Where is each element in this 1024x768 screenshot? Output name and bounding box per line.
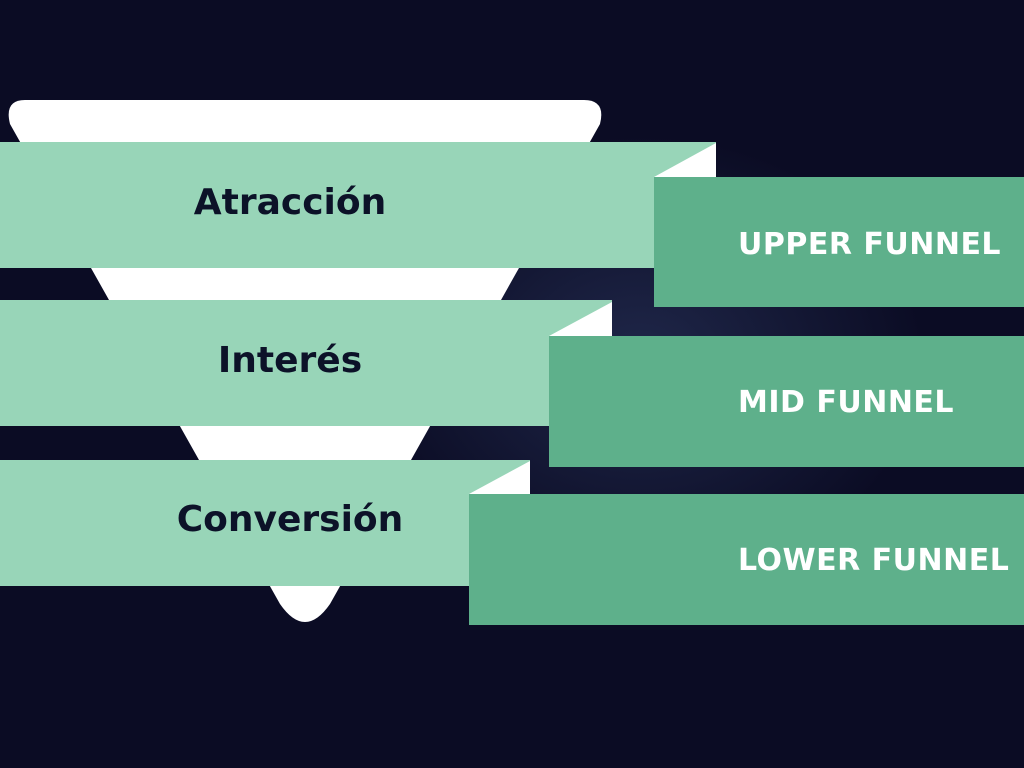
stage-label-interes: Interés (217, 340, 363, 381)
funnel-tag (654, 177, 1024, 307)
funnel-tag (469, 494, 1024, 625)
stage-band (0, 460, 530, 586)
funnel-stage-conversion (0, 460, 1024, 625)
stage-band (0, 300, 612, 426)
tag-mid-funnel: MID FUNNEL (738, 385, 955, 420)
stage-label-atraccion: Atracción (193, 182, 387, 223)
stage-band (0, 142, 716, 268)
funnel-stage-atraccion (0, 142, 1024, 307)
tag-lower-funnel: LOWER FUNNEL (738, 543, 1010, 578)
funnel-stage-interes (0, 300, 1024, 467)
band-fold (469, 461, 530, 494)
stage-label-conversion: Conversión (176, 499, 404, 540)
band-fold (549, 302, 612, 336)
band-fold (654, 143, 716, 177)
funnel-tag (549, 336, 1024, 467)
tag-upper-funnel: UPPER FUNNEL (738, 227, 1002, 262)
